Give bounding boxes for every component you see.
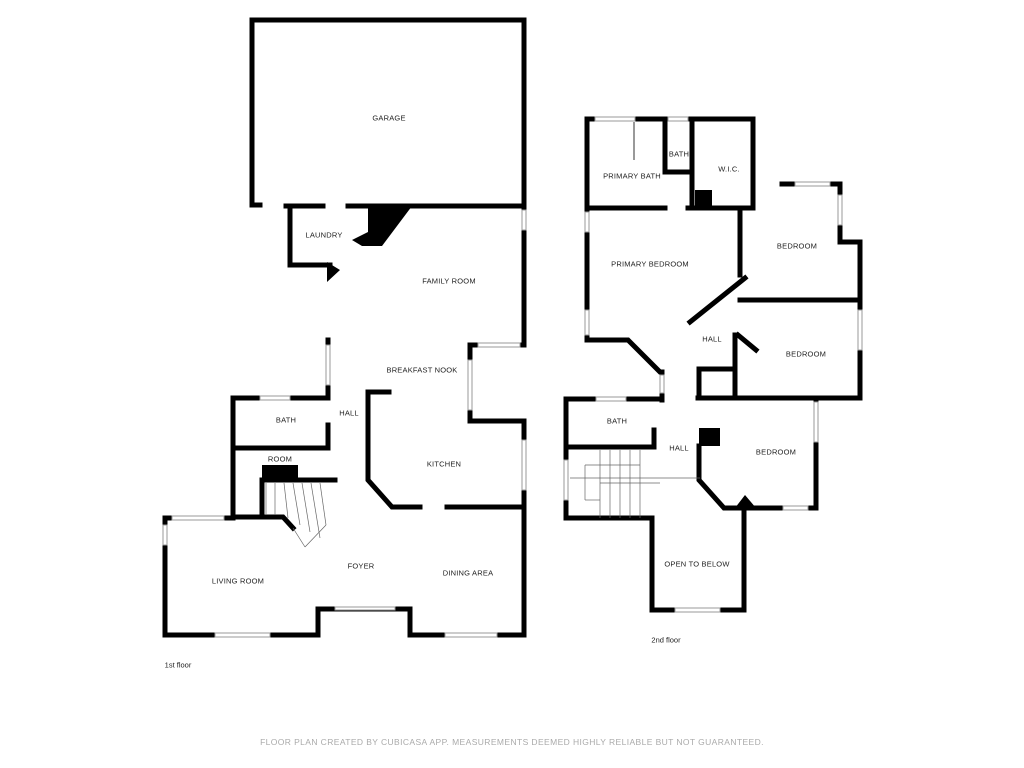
room-label-garage: GARAGE: [372, 113, 406, 123]
room-label-primary-bedroom: PRIMARY BEDROOM: [611, 259, 689, 269]
room-label-kitchen: KITCHEN: [426, 459, 462, 469]
room-label-hall: HALL: [669, 443, 689, 453]
room-label-bedroom: BEDROOM: [785, 349, 827, 359]
room-label-dining-area: DINING AREA: [442, 568, 494, 578]
room-label-wic: W.I.C.: [718, 164, 740, 174]
room-label-open-to-below: OPEN TO BELOW: [664, 559, 730, 569]
room-label-bath: BATH: [668, 149, 690, 159]
room-label-bath: BATH: [275, 415, 297, 425]
first-floor-walls: [162, 17, 527, 638]
room-label-primary-bath: PRIMARY BATH: [603, 171, 661, 181]
room-label-bath: BATH: [606, 416, 628, 426]
room-label-hall: HALL: [702, 334, 722, 344]
room-label-hall: HALL: [339, 408, 359, 418]
room-label-room: ROOM: [267, 454, 293, 464]
room-label-living-room: LIVING ROOM: [211, 576, 265, 586]
room-label-breakfast-nook: BREAKFAST NOOK: [386, 365, 458, 375]
room-label-family-room: FAMILY ROOM: [422, 276, 476, 286]
room-label-laundry: LAUNDRY: [305, 230, 343, 240]
room-label-bedroom: BEDROOM: [776, 241, 818, 251]
second-floor-walls: [563, 116, 863, 613]
room-label-bedroom: BEDROOM: [755, 447, 797, 457]
room-label-foyer: FOYER: [347, 561, 375, 571]
floor-label-1st: 1st floor: [164, 660, 192, 670]
floor-label-2nd: 2nd floor: [651, 635, 681, 645]
footer-disclaimer: FLOOR PLAN CREATED BY CUBICASA APP. MEAS…: [260, 737, 764, 747]
